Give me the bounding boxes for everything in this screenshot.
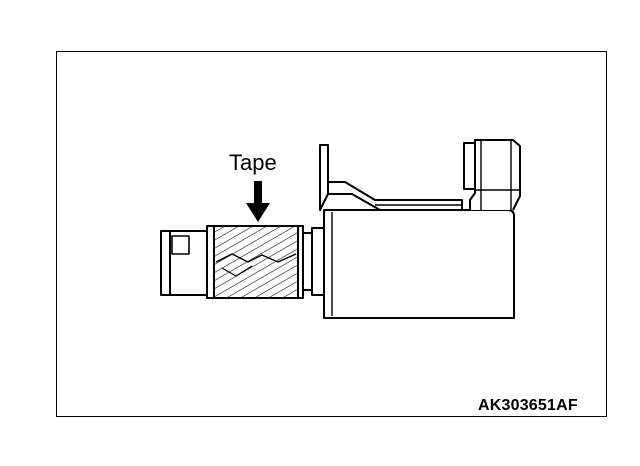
diagram-frame <box>56 51 607 417</box>
callout-arrow <box>246 181 270 222</box>
valve-tip <box>160 230 212 296</box>
electrical-connector <box>463 139 521 211</box>
valve-body <box>323 209 515 319</box>
mounting-bracket <box>319 144 463 211</box>
figure-id-label: AK303651AF <box>478 397 578 414</box>
tape-wrap <box>214 226 298 298</box>
tape-callout-label: Tape <box>229 150 277 175</box>
threaded-section-taped <box>206 225 304 299</box>
valve-neck <box>302 227 325 296</box>
